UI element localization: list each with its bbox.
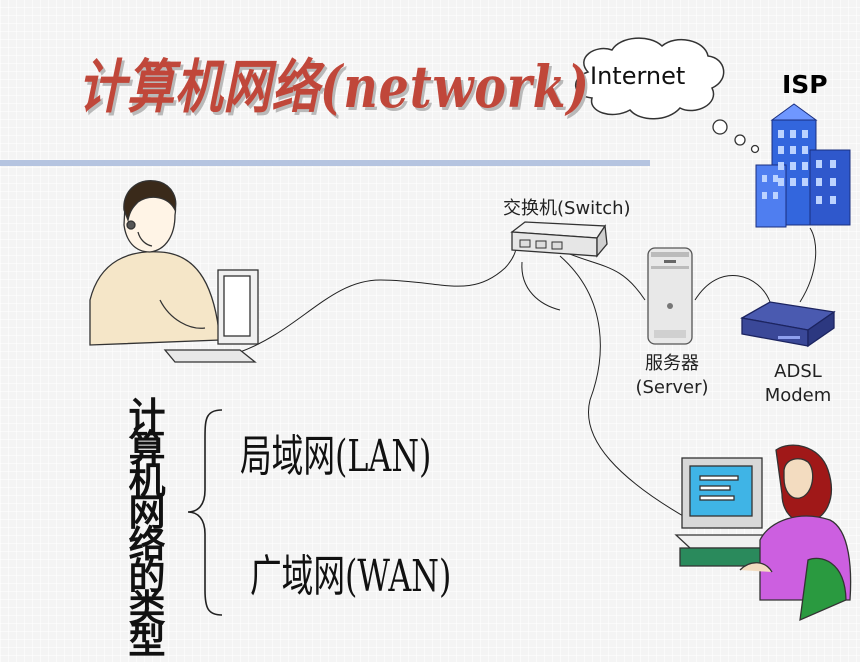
woman-at-computer-icon bbox=[674, 444, 852, 622]
server-label: 服务器 (Server) bbox=[624, 352, 720, 400]
modem-label-line1: ADSL bbox=[774, 361, 822, 382]
network-diagram bbox=[89, 37, 852, 622]
cable-switch-left bbox=[521, 261, 561, 311]
isp-building-icon bbox=[755, 103, 851, 228]
cable-modem-isp bbox=[799, 227, 817, 303]
network-types-heading: 计算机网络的类型 bbox=[128, 394, 166, 662]
curly-brace bbox=[187, 409, 223, 616]
modem-label-line2: Modem bbox=[764, 385, 832, 406]
cable-server-modem bbox=[694, 275, 771, 303]
page-title: 计算机网络(network) bbox=[78, 53, 590, 121]
server-label-cn: 服务器 bbox=[645, 353, 699, 374]
server-icon bbox=[647, 247, 693, 345]
lan-label: 局域网(LAN) bbox=[240, 431, 432, 482]
cable-switch-pc2 bbox=[559, 255, 691, 521]
internet-label: Internet bbox=[590, 62, 686, 90]
switch-label: 交换机(Switch) bbox=[503, 198, 631, 219]
adsl-modem-icon bbox=[740, 301, 836, 348]
person-at-computer-icon bbox=[89, 180, 259, 363]
switch-icon bbox=[510, 221, 608, 258]
title-divider bbox=[0, 160, 650, 166]
internet-cloud-icon bbox=[575, 37, 760, 154]
isp-label: ISP bbox=[782, 70, 828, 99]
wan-label: 广域网(WAN) bbox=[250, 551, 452, 602]
cable-switch-server bbox=[559, 249, 646, 301]
modem-label: ADSL Modem bbox=[752, 360, 844, 408]
cable-pc1-switch bbox=[239, 235, 521, 353]
server-label-en: (Server) bbox=[635, 377, 709, 398]
